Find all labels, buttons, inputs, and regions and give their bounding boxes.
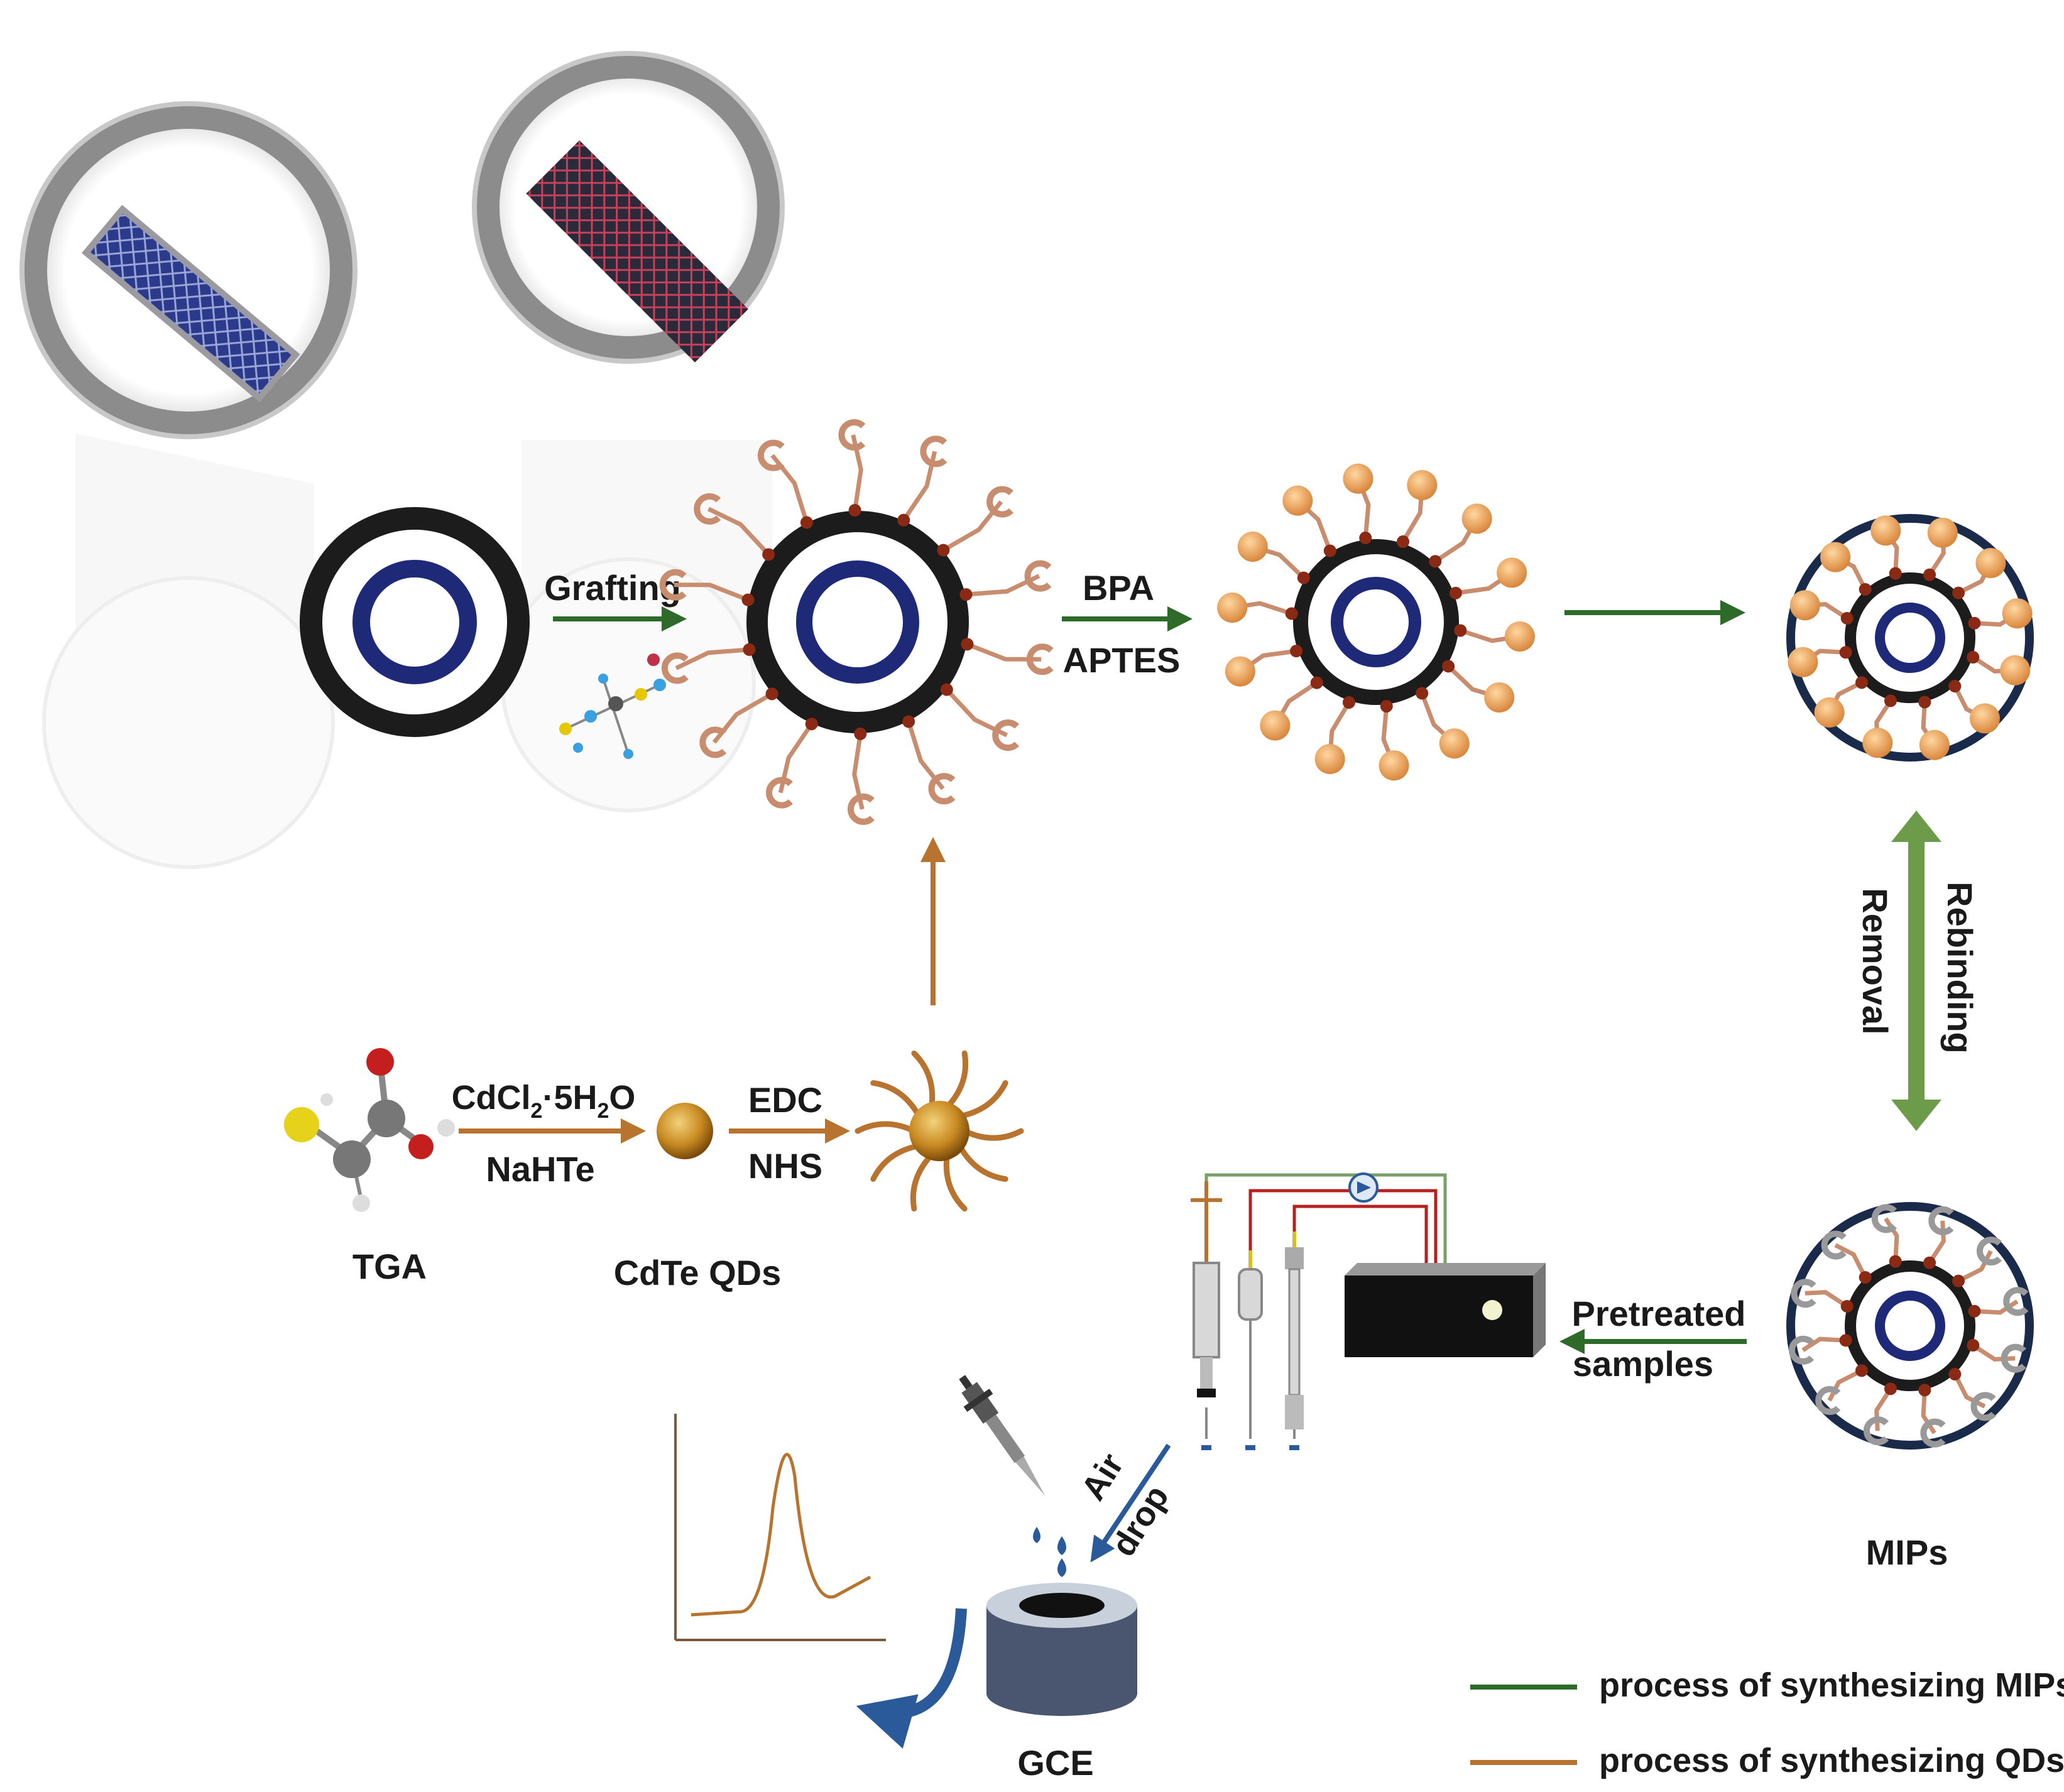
mip-empty-particle-icon	[1786, 1202, 2034, 1450]
qd-star-icon	[855, 1050, 1024, 1212]
legend-mips-label: process of synthesizing MIPs	[1599, 1666, 2064, 1704]
electrode-tips	[1201, 1445, 1299, 1450]
grafting-label: Grafting	[544, 568, 681, 608]
removal-label: Removal	[1855, 888, 1895, 1034]
mip-template-particle-icon	[1786, 514, 2034, 762]
molecule-icon	[559, 653, 666, 759]
gce-electrode-icon	[986, 1583, 1137, 1716]
nahte-label: NaHTe	[486, 1149, 594, 1189]
bpa-label: BPA	[1083, 568, 1154, 608]
electrode-wires	[1204, 1172, 1447, 1263]
electrode-counter-icon	[1285, 1232, 1304, 1439]
nhs-label: NHS	[748, 1146, 822, 1186]
cdte-qd-icon	[657, 1103, 713, 1159]
nanoparticle-bare-icon	[300, 507, 530, 737]
electrode-reference-icon	[1238, 1250, 1263, 1439]
measure-curved-arrow	[856, 1608, 967, 1749]
legend-qds-label: process of synthesizing QDs	[1599, 1742, 2064, 1779]
cdte-label: CdTe QDs	[614, 1253, 782, 1292]
gce-label: GCE	[1017, 1743, 1093, 1783]
electrode-working-icon	[1191, 1181, 1222, 1439]
potentiostat-icon	[1345, 1263, 1546, 1357]
pretreated-label: Pretreated	[1571, 1294, 1745, 1333]
droplets-icon	[1033, 1527, 1066, 1577]
removal-rebinding-arrow	[1891, 811, 1941, 1131]
air-drop-arrow	[1090, 1443, 1171, 1563]
tga-label: TGA	[352, 1247, 427, 1286]
samples-label: samples	[1573, 1344, 1713, 1384]
magnifier-grafted-nanotube-icon	[472, 51, 785, 812]
rebinding-label: Rebinding	[1940, 882, 1980, 1054]
tga-molecule-icon	[284, 1048, 455, 1212]
magnifier-nanotube-icon	[19, 101, 358, 869]
cdcl2-label: CdCl2·5H2O	[452, 1079, 636, 1123]
edc-label: EDC	[748, 1080, 822, 1120]
nanoparticle-grafted-icon	[659, 419, 1054, 825]
voltammogram-icon	[674, 1414, 886, 1641]
aptes-label: APTES	[1063, 640, 1181, 680]
legend: process of synthesizing MIPs process of …	[1470, 1666, 2064, 1779]
nanoparticle-bpa-icon	[1217, 463, 1535, 781]
mips-label: MIPs	[1866, 1532, 1948, 1572]
pipette-icon	[959, 1375, 1046, 1496]
air-label: Air	[1074, 1447, 1131, 1507]
